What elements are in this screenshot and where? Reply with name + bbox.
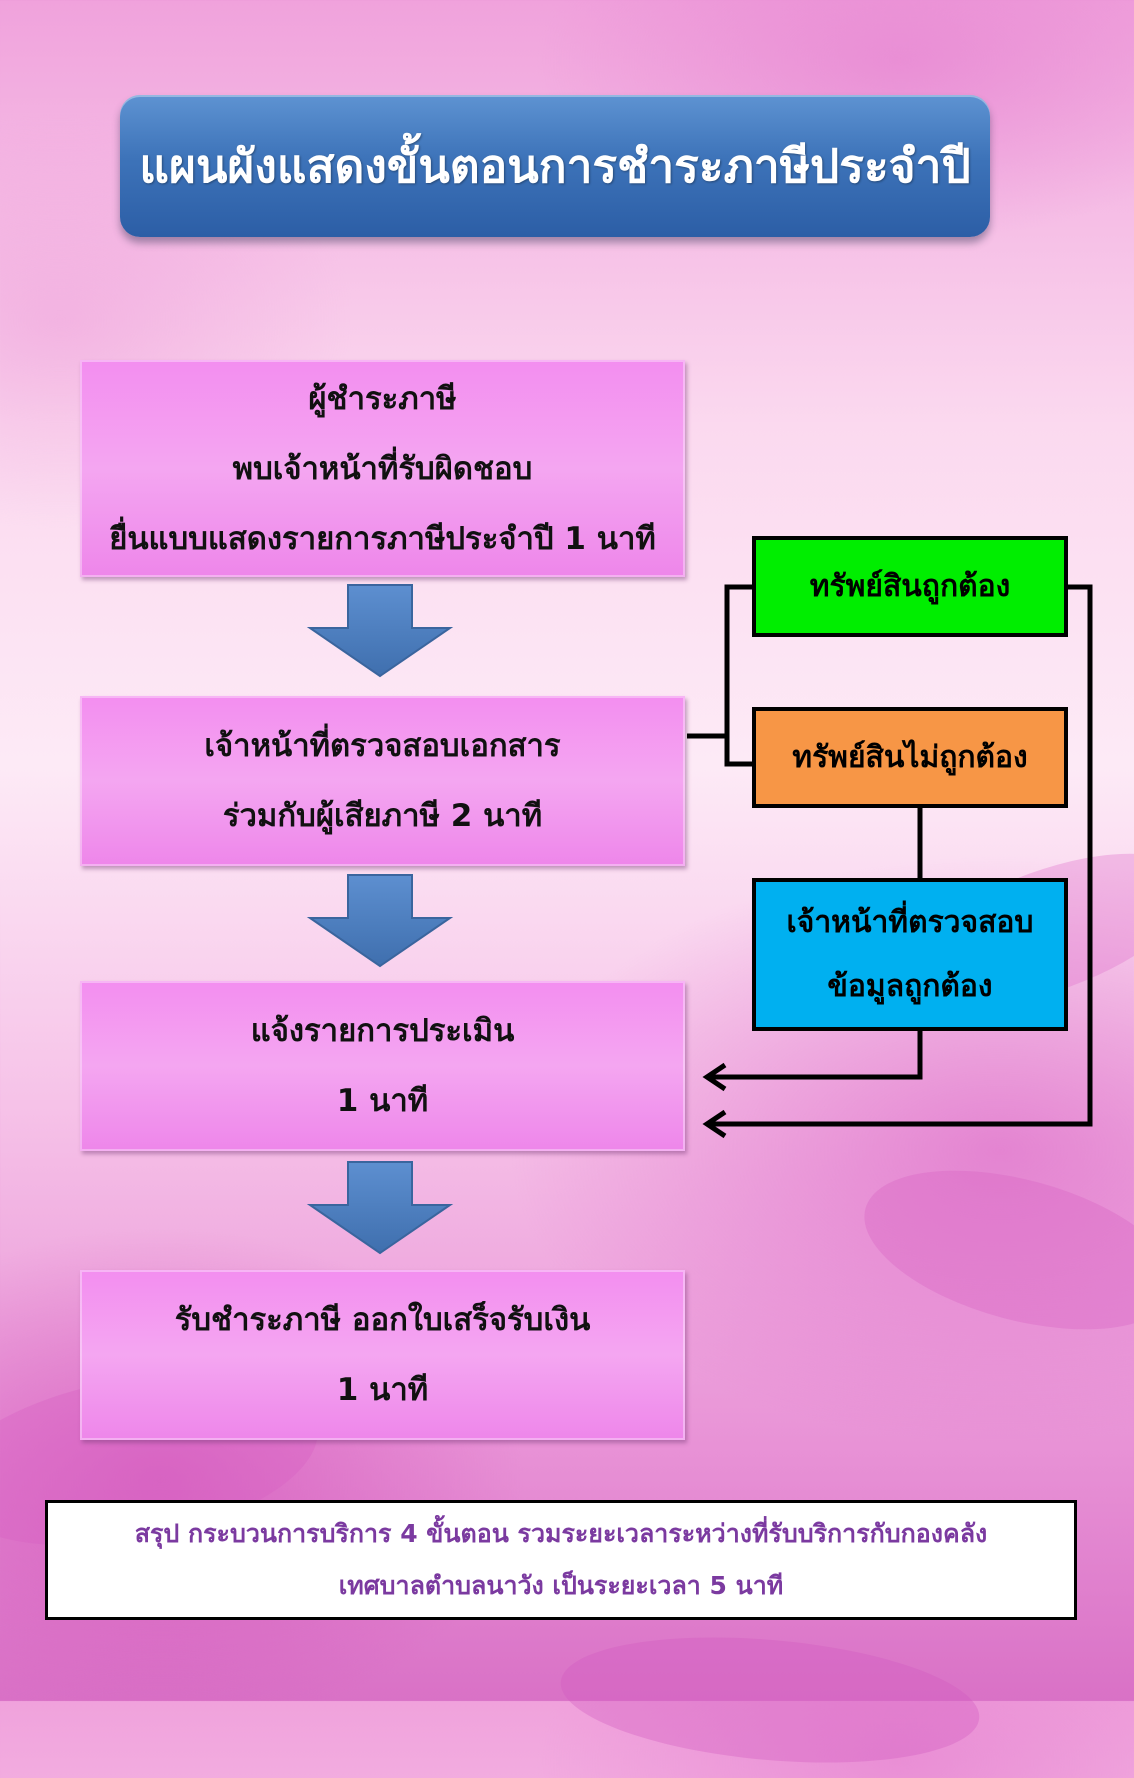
branch-property-correct: ทรัพย์สินถูกต้อง — [752, 536, 1068, 637]
connector-correct-to-step3 — [710, 584, 1093, 1127]
summary-line-1: สรุป กระบวนการบริการ 4 ขั้นตอน รวมระยะเว… — [134, 1519, 988, 1548]
connector-verify-to-step3 — [710, 1031, 923, 1080]
arrowhead-icon — [702, 1109, 727, 1139]
down-arrow-icon — [306, 874, 454, 968]
step-2-line-2: ร่วมกับผู้เสียภาษี 2 นาที — [222, 798, 543, 834]
branch-verify-line-1: เจ้าหน้าที่ตรวจสอบ — [786, 904, 1034, 940]
step-2-box: เจ้าหน้าที่ตรวจสอบเอกสาร ร่วมกับผู้เสียภ… — [80, 696, 685, 866]
step-3-box: แจ้งรายการประเมิน 1 นาที — [80, 981, 685, 1151]
step-2-line-1: เจ้าหน้าที่ตรวจสอบเอกสาร — [204, 728, 561, 764]
branch-verify-data: เจ้าหน้าที่ตรวจสอบ ข้อมูลถูกต้อง — [752, 878, 1068, 1031]
step-1-line-1: ผู้ชำระภาษี — [308, 380, 457, 417]
down-arrow-icon — [306, 584, 454, 678]
summary-box: สรุป กระบวนการบริการ 4 ขั้นตอน รวมระยะเว… — [45, 1500, 1077, 1620]
summary-line-2: เทศบาลตำบลนาวัง เป็นระยะเวลา 5 นาที — [338, 1571, 784, 1600]
step-1-line-2: พบเจ้าหน้าที่รับผิดชอบ — [232, 450, 533, 487]
down-arrow-icon — [306, 1161, 454, 1255]
branch-correct-label: ทรัพย์สินถูกต้อง — [809, 568, 1011, 604]
connector-branch-bracket — [724, 584, 752, 767]
title-banner: แผนผังแสดงขั้นตอนการชำระภาษีประจำปี — [120, 95, 990, 237]
step-3-line-2: 1 นาที — [336, 1083, 429, 1119]
page-title: แผนผังแสดงขั้นตอนการชำระภาษีประจำปี — [139, 138, 971, 193]
branch-property-incorrect: ทรัพย์สินไม่ถูกต้อง — [752, 707, 1068, 808]
step-1-line-3: ยื่นแบบแสดงรายการภาษีประจำปี 1 นาที — [109, 520, 656, 557]
arrowhead-icon — [702, 1062, 727, 1092]
flow-connectors — [306, 584, 1093, 1255]
step-4-box: รับชำระภาษี ออกใบเสร็จรับเงิน 1 นาที — [80, 1270, 685, 1440]
step-3-line-1: แจ้งรายการประเมิน — [250, 1013, 515, 1049]
step-4-line-2: 1 นาที — [336, 1372, 429, 1408]
step-4-line-1: รับชำระภาษี ออกใบเสร็จรับเงิน — [174, 1302, 591, 1338]
branch-incorrect-label: ทรัพย์สินไม่ถูกต้อง — [792, 739, 1028, 775]
branch-verify-line-2: ข้อมูลถูกต้อง — [827, 968, 993, 1004]
step-1-box: ผู้ชำระภาษี พบเจ้าหน้าที่รับผิดชอบ ยื่นแ… — [80, 360, 685, 577]
